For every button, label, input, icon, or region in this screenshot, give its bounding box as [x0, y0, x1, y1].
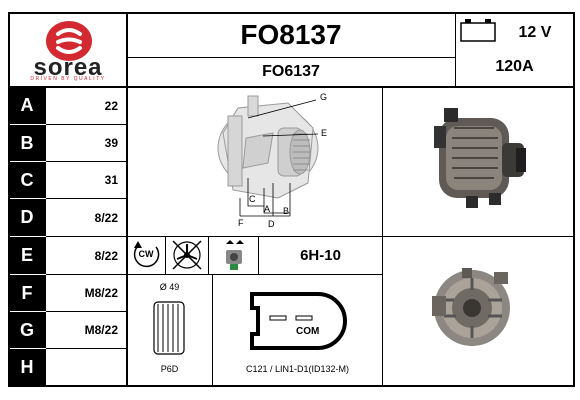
row-value-f: M8/22 — [84, 286, 118, 300]
connector-label: COM — [296, 326, 320, 337]
alt-part-number: FO6137 — [262, 63, 320, 80]
row-value-g: M8/22 — [84, 323, 118, 337]
label-d: D — [268, 219, 275, 229]
label-g: G — [320, 92, 328, 102]
product-photo-back — [384, 238, 572, 384]
label-c: C — [249, 194, 256, 204]
rotation-label: CW — [138, 249, 154, 259]
pulley-icon — [150, 298, 190, 358]
connector-icon: COM — [248, 290, 348, 352]
amperage: 120A — [495, 58, 534, 75]
regulator-position: 6H-10 — [300, 247, 341, 264]
row-letter-b: B — [8, 125, 46, 161]
regulator-icon — [212, 238, 256, 272]
part-number: FO8137 — [240, 19, 342, 50]
row-letter-d: D — [8, 199, 46, 236]
row-letter-f: F — [8, 275, 46, 311]
pulley-diameter: Ø 49 — [159, 282, 180, 292]
row-value-h — [46, 349, 126, 385]
battery-icon — [460, 18, 496, 47]
connector-code: C121 / LIN1-D1(ID132-M) — [245, 364, 350, 374]
brand-name: sorea — [33, 54, 103, 81]
row-letter-a: A — [8, 87, 46, 124]
label-e: E — [321, 128, 328, 138]
row-letter-e: E — [8, 237, 46, 274]
dimension-diagram: G E C A B F D — [128, 88, 380, 235]
pulley-type: P6D — [160, 364, 179, 374]
label-a: A — [264, 204, 271, 214]
label-f: F — [238, 218, 244, 228]
row-value-e: 8/22 — [94, 248, 118, 263]
brand-logo: sorea DRIVEN BY QUALITY — [10, 14, 126, 86]
row-value-c: 31 — [104, 173, 118, 187]
label-b: B — [283, 206, 290, 216]
row-value-b: 39 — [104, 136, 118, 150]
row-letter-c: C — [8, 162, 46, 198]
row-letter-h: H — [8, 349, 46, 385]
brand-tagline: DRIVEN BY QUALITY — [30, 76, 106, 82]
voltage: 12 V — [518, 24, 552, 41]
fan-crossed-icon — [168, 238, 206, 272]
cw-rotation-icon: CW — [128, 238, 164, 272]
product-photo-side — [384, 88, 572, 234]
row-letter-g: G — [8, 312, 46, 348]
row-value-a: 22 — [104, 98, 118, 113]
row-value-d: 8/22 — [94, 210, 118, 225]
